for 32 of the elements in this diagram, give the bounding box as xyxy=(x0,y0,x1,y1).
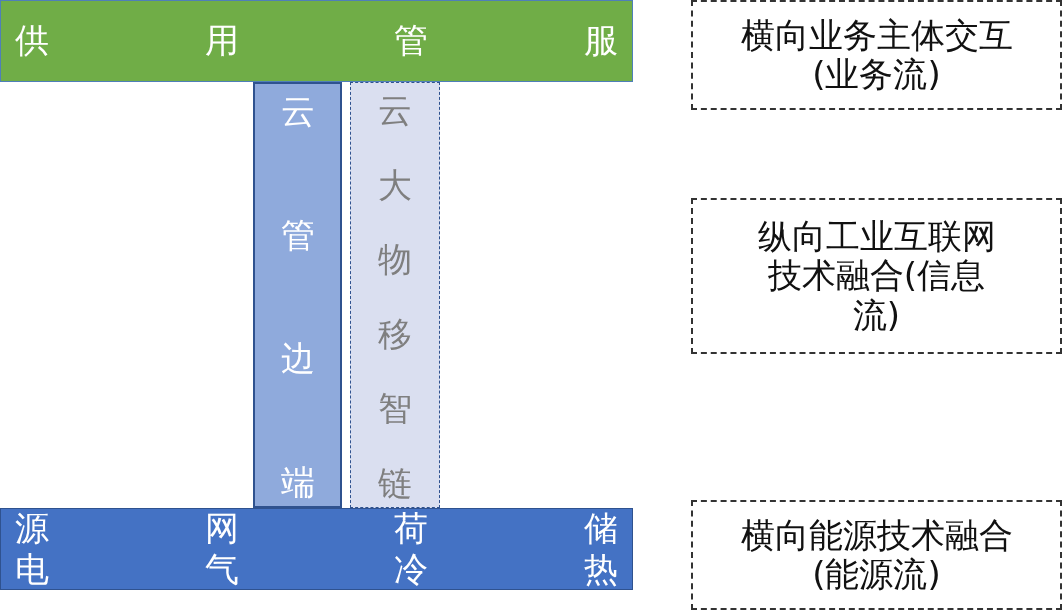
label-text: 管 xyxy=(394,21,429,61)
label-text: 云 xyxy=(280,92,315,132)
header-bar xyxy=(0,0,633,82)
label-text: 大 xyxy=(378,165,412,205)
column-bar xyxy=(253,82,342,508)
label-text: 热 xyxy=(583,550,618,590)
label-text: 云 xyxy=(378,91,412,131)
label-text: 储 xyxy=(583,508,618,548)
label-text: 管 xyxy=(280,215,315,255)
label-text: 智 xyxy=(378,389,412,429)
dashed-box xyxy=(691,500,1062,610)
label-text: 冷 xyxy=(394,550,429,590)
label-text: 供 xyxy=(15,21,49,61)
label-text: 网 xyxy=(204,508,239,548)
column-bar xyxy=(350,82,440,508)
label-text: 移 xyxy=(378,314,412,354)
base-bar xyxy=(0,508,633,590)
label-text: 链 xyxy=(378,463,412,503)
label-text: 横向业务主体交互(业务流) xyxy=(739,15,1014,95)
label-text: 横向能源技术融合(能源流) xyxy=(739,515,1014,595)
label-text: 纵向工业互联网技术融合(信息流) xyxy=(756,217,997,335)
dashed-box xyxy=(691,0,1062,110)
label-text: 荷 xyxy=(394,508,429,548)
label-text: 用 xyxy=(204,21,239,61)
label-text: 边 xyxy=(280,339,315,379)
label-text: 电 xyxy=(15,550,49,590)
label-text: 端 xyxy=(280,462,315,502)
dashed-box xyxy=(691,198,1062,354)
label-text: 服 xyxy=(583,21,618,61)
label-text: 气 xyxy=(204,550,239,590)
label-text: 物 xyxy=(378,240,412,280)
label-text: 源 xyxy=(15,508,49,548)
